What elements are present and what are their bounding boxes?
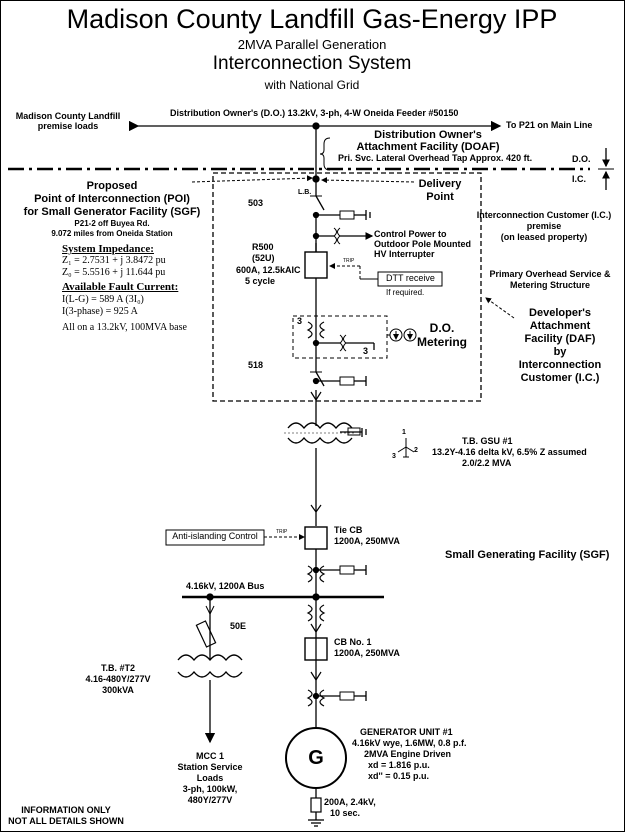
mcc-label-5: 480Y/277V bbox=[187, 795, 233, 805]
primary-service-label-1: Primary Overhead Service & bbox=[489, 269, 611, 279]
generator-label-1: GENERATOR UNIT #1 bbox=[360, 727, 453, 737]
wye-terminal-3: 3 bbox=[392, 453, 396, 460]
bus-label: 4.16kV, 1200A Bus bbox=[186, 581, 265, 591]
generator-symbol: G bbox=[308, 747, 324, 769]
ic-side-label: I.C. bbox=[572, 174, 587, 184]
diagram-subtitle-3: with National Grid bbox=[264, 78, 360, 92]
z0-value: Z₀ = 5.5516 + j 11.644 pu bbox=[62, 267, 166, 278]
t2-label-2: 4.16-480Y/277V bbox=[85, 674, 151, 684]
fault-current-lg: I(L-G) = 589 A (3I₀) bbox=[62, 294, 144, 305]
tie-cb-label-2: 1200A, 250MVA bbox=[334, 536, 400, 546]
info-only-note-2: NOT ALL DETAILS SHOWN bbox=[8, 816, 124, 826]
diagram-subtitle-2: Interconnection System bbox=[212, 53, 412, 74]
daf-label-2: Attachment bbox=[529, 320, 591, 332]
generator-label-4: xd = 1.816 p.u. bbox=[368, 760, 430, 770]
ngr-label-2: 10 sec. bbox=[330, 808, 361, 818]
metering-label-1: D.O. bbox=[429, 321, 455, 335]
dtt-receive-box[interactable]: DTT receive bbox=[386, 273, 435, 283]
poi-label-2: Point of Interconnection (POI) bbox=[34, 193, 190, 205]
gsu-label-1: T.B. GSU #1 bbox=[462, 436, 513, 446]
daf-label-5: Interconnection bbox=[518, 359, 602, 371]
premise-loads-label-1: Madison County Landfill bbox=[15, 111, 121, 121]
daf-label-4: by bbox=[553, 346, 567, 358]
ic-premise-label-3: (on leased property) bbox=[500, 232, 588, 242]
fuse-50e-label: 50E bbox=[230, 621, 247, 631]
poi-label-5: 9.072 miles from Oneida Station bbox=[51, 229, 173, 238]
mcc-label-4: 3-ph, 100kW, bbox=[182, 784, 238, 794]
z1-value: Z₁ = 2.7531 + j 3.8472 pu bbox=[62, 255, 166, 266]
premise-loads-label-2: premise loads bbox=[37, 121, 99, 131]
feeder-label: Distribution Owner's (D.O.) 13.2kV, 3-ph… bbox=[170, 108, 459, 118]
fault-current-heading: Available Fault Current: bbox=[62, 281, 179, 293]
wye-terminal-2: 2 bbox=[414, 447, 418, 454]
ic-premise-label-1: Interconnection Customer (I.C.) bbox=[476, 210, 612, 220]
ngr-label-1: 200A, 2.4kV, bbox=[324, 797, 376, 807]
mcc-label-2: Station Service bbox=[177, 762, 243, 772]
gsu-label-2: 13.2Y-4.16 delta kV, 6.5% Z assumed bbox=[432, 447, 587, 457]
t2-label-3: 300kVA bbox=[102, 685, 134, 695]
generator-label-3: 2MVA Engine Driven bbox=[364, 749, 452, 759]
mcc-label-1: MCC 1 bbox=[195, 751, 225, 761]
doaf-label-3: Pri. Svc. Lateral Overhead Tap Approx. 4… bbox=[338, 153, 533, 163]
generator-label-2: 4.16kV wye, 1.6MW, 0.8 p.f. bbox=[352, 738, 467, 748]
daf-label-3: Facility (DAF) bbox=[524, 333, 596, 345]
switch-503-label: 503 bbox=[248, 198, 264, 208]
poi-label-4: P21-2 off Buyea Rd. bbox=[74, 219, 150, 228]
fault-current-3ph: I(3-phase) = 925 A bbox=[62, 306, 138, 317]
load-break-label: L.B. bbox=[298, 189, 312, 196]
gsu-label-3: 2.0/2.2 MVA bbox=[462, 458, 512, 468]
primary-service-label-2: Metering Structure bbox=[509, 280, 591, 290]
control-power-label-1: Control Power to bbox=[374, 229, 447, 239]
cb1-label-1: CB No. 1 bbox=[334, 637, 372, 647]
base-note: All on a 13.2kV, 100MVA base bbox=[62, 322, 187, 333]
poi-label-3: for Small Generator Facility (SGF) bbox=[23, 206, 201, 218]
info-only-note-1: INFORMATION ONLY bbox=[21, 805, 111, 815]
doaf-label-1: Distribution Owner's bbox=[374, 129, 482, 141]
dtt-required-note: If required. bbox=[386, 288, 425, 297]
daf-label-6: Customer (I.C.) bbox=[520, 372, 600, 384]
ct-3-label-a: 3 bbox=[297, 316, 303, 326]
t2-label-1: T.B. #T2 bbox=[100, 663, 136, 673]
tie-cb-label-1: Tie CB bbox=[334, 525, 363, 535]
switch-518-label: 518 bbox=[248, 360, 264, 370]
diagram-title: Madison County Landfill Gas-Energy IPP bbox=[66, 4, 558, 34]
mcc-label-3: Loads bbox=[196, 773, 224, 783]
trip-label-1: TRIP bbox=[343, 258, 355, 264]
sgf-label: Small Generating Facility (SGF) bbox=[445, 549, 610, 561]
do-side-label: D.O. bbox=[572, 154, 591, 164]
r500-label-2: (52U) bbox=[252, 253, 275, 263]
ic-premise-label-2: premise bbox=[526, 221, 562, 231]
r500-label-4: 5 cycle bbox=[245, 276, 276, 286]
doaf-label-2: Attachment Facility (DOAF) bbox=[356, 141, 500, 153]
to-p21-label: To P21 on Main Line bbox=[506, 120, 593, 130]
delivery-point-label-2: Point bbox=[426, 191, 454, 203]
wye-terminal-1: 1 bbox=[402, 429, 406, 436]
cb1-label-2: 1200A, 250MVA bbox=[334, 648, 400, 658]
r500-label-1: R500 bbox=[252, 242, 274, 252]
control-power-label-2: Outdoor Pole Mounted bbox=[374, 239, 471, 249]
metering-label-2: Metering bbox=[416, 335, 468, 349]
delivery-point-label-1: Delivery bbox=[418, 178, 462, 190]
daf-label-1: Developer's bbox=[529, 307, 591, 319]
r500-label-3: 600A, 12.5kAIC bbox=[236, 265, 301, 275]
diagram-subtitle-1: 2MVA Parallel Generation bbox=[237, 37, 387, 52]
system-impedance-heading: System Impedance: bbox=[62, 243, 154, 255]
tie-cb-breaker bbox=[304, 526, 328, 550]
control-power-label-3: HV Interrupter bbox=[374, 249, 435, 259]
anti-islanding-control-box[interactable]: Anti-islanding Control bbox=[172, 531, 258, 541]
r500-breaker bbox=[304, 251, 328, 279]
poi-label-1: Proposed bbox=[86, 180, 138, 192]
ct-3-label-b: 3 bbox=[363, 346, 369, 356]
generator-label-5: xd'' = 0.15 p.u. bbox=[368, 771, 430, 781]
trip-label-2: TRIP bbox=[276, 529, 288, 535]
